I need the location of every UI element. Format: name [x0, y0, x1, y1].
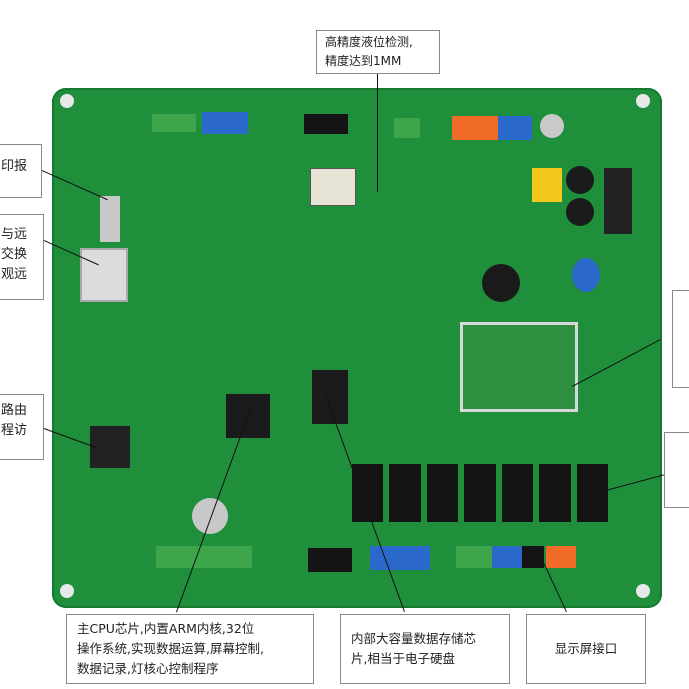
terminal-connector-green [394, 118, 420, 138]
leader-line [377, 74, 378, 192]
relay [576, 464, 608, 522]
terminal-connector-blue [498, 116, 532, 140]
capacitor-blue [572, 258, 600, 292]
wifi-module [460, 322, 578, 412]
storage-chip [312, 370, 348, 424]
capacitor-black [566, 166, 594, 194]
relay [426, 464, 459, 522]
terminal-connector-green [152, 114, 196, 132]
terminal-connector-blue [492, 546, 522, 568]
mounting-hole [636, 584, 650, 598]
relay [464, 464, 496, 522]
relay [501, 464, 534, 522]
fuse-holder [604, 168, 632, 234]
terminal-connector-green [156, 546, 252, 568]
terminal-post [540, 114, 564, 138]
mounting-hole [636, 94, 650, 108]
relay [539, 464, 571, 522]
routing-module [90, 426, 130, 468]
terminal-connector-orange [452, 116, 498, 140]
callout-right-relay [664, 432, 689, 508]
terminal-connector-blue [370, 546, 430, 570]
level-sensor-chip [310, 168, 356, 206]
callout-left-ethernet: 与远 交换 观远 [0, 214, 44, 300]
pcb-board [52, 88, 662, 608]
terminal-connector-black [308, 548, 352, 572]
callout-right-module [672, 290, 689, 388]
callout-left-usb: 印报 [0, 144, 42, 198]
relay [389, 464, 421, 522]
capacitor-yellow [532, 168, 562, 202]
terminal-connector-blue [202, 112, 248, 134]
capacitor-black [566, 198, 594, 226]
relay-array [352, 464, 608, 522]
inductor [482, 264, 520, 302]
callout-display-port: 显示屏接口 [526, 614, 646, 684]
callout-left-routing: 路由 程访 [0, 394, 44, 460]
usb-port [100, 196, 120, 242]
terminal-connector-black [304, 114, 348, 134]
terminal-connector-orange [546, 546, 576, 568]
mounting-hole [60, 584, 74, 598]
callout-storage-chip: 内部大容量数据存储芯 片,相当于电子硬盘 [340, 614, 510, 684]
ethernet-port [80, 248, 128, 302]
terminal-connector-green [456, 546, 492, 568]
mounting-hole [60, 94, 74, 108]
callout-main-cpu: 主CPU芯片,内置ARM内核,32位 操作系统,实现数据运算,屏幕控制, 数据记… [66, 614, 314, 684]
callout-level-sensor: 高精度液位检测, 精度达到1MM [316, 30, 440, 74]
